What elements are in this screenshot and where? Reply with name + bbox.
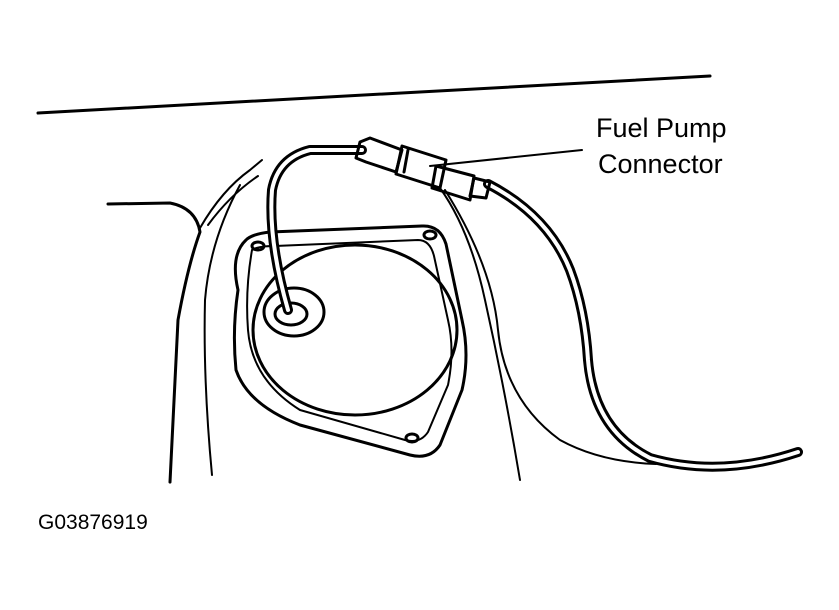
wire-grommet-outer (262, 286, 326, 338)
panel-side-curve (203, 184, 241, 476)
pump-flange (251, 243, 459, 417)
bolt-hole-top-right (422, 229, 438, 241)
connector-lock-tab (402, 148, 410, 174)
access-plate-outline (232, 224, 468, 458)
panel-contour (106, 201, 202, 484)
access-cover-edge (439, 187, 521, 481)
vehicle-wire (483, 179, 803, 472)
floor-curve-line (444, 189, 657, 465)
callout-leader-line (429, 149, 583, 167)
body-edge-line (36, 74, 712, 115)
connector-pump-half (354, 136, 404, 174)
access-plate-inner-outline (246, 239, 453, 442)
callout-label-line1: Fuel Pump (596, 113, 727, 143)
connector-pump-half-body (394, 144, 448, 190)
bolt-hole-bottom (404, 432, 420, 444)
raised-panel-contour (199, 159, 263, 229)
raised-panel-contour-2 (207, 175, 259, 226)
vehicle-wire-inner (486, 182, 800, 469)
connector-vehicle-half (430, 164, 476, 202)
callout-label-line2: Connector (598, 149, 723, 179)
pump-wire-inner (269, 148, 364, 312)
connector-vehicle-boot (468, 176, 492, 200)
bolt-hole-top-left (250, 240, 266, 252)
figure-id-label: G03876919 (38, 511, 148, 534)
